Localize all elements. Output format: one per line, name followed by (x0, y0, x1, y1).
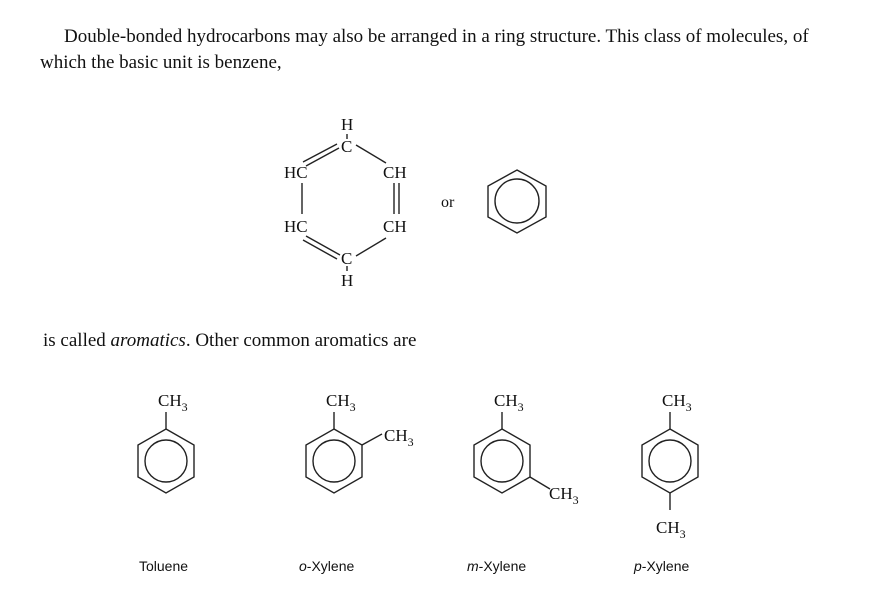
aromatics-text-after: . Other common aromatics are (185, 330, 417, 351)
m-xylene-structure: CH3 CH3 m-Xylene (467, 391, 579, 574)
p-xylene-caption: p-Xylene (633, 558, 689, 574)
benzene-ring-symbol (487, 169, 547, 234)
p-xylene-structure: CH3 CH3 p-Xylene (633, 391, 699, 574)
o-xylene-structure: CH3 CH3 o-Xylene (299, 391, 414, 574)
m-xylene-methyl-bond-side (529, 476, 551, 490)
toluene-ch3-label: CH3 (158, 391, 188, 414)
bond-double-upper-left-b (305, 147, 340, 167)
toluene-ring-circle (144, 439, 188, 483)
m-xylene-ch3-top-label: CH3 (494, 391, 524, 414)
toluene-caption: Toluene (139, 558, 188, 574)
atom-upper-right-ch: CH (383, 163, 407, 182)
or-label: or (441, 194, 455, 211)
atom-lower-right-ch: CH (383, 217, 407, 236)
p-xylene-ch3-top-label: CH3 (662, 391, 692, 414)
o-xylene-ring-circle (312, 439, 356, 483)
bond-double-upper-left-a (302, 143, 338, 163)
benzene-kekule-structure: H C HC CH HC CH C H (284, 115, 407, 290)
p-xylene-ch3-bottom-label: CH3 (656, 518, 686, 541)
aromatics-term: aromatics (110, 330, 186, 351)
o-xylene-ch3-top-label: CH3 (326, 391, 356, 414)
p-xylene-ring-circle (648, 439, 692, 483)
o-xylene-ch3-side-label: CH3 (384, 426, 414, 449)
bond-lower-right (355, 237, 387, 257)
p-xylene-ring (641, 428, 699, 494)
bond-double-lower-left-b (302, 239, 338, 260)
o-xylene-caption: o-Xylene (299, 558, 354, 574)
aromatics-paragraph: is called aromatics. Other common aromat… (43, 328, 416, 354)
m-xylene-ring (473, 428, 531, 494)
toluene-ring (137, 428, 195, 494)
toluene-structure: CH3 Toluene (137, 391, 195, 574)
atom-bottom-h: H (341, 271, 353, 290)
o-xylene-methyl-bond-side (361, 433, 383, 446)
o-xylene-ring (305, 428, 363, 494)
m-xylene-ring-circle (480, 439, 524, 483)
atom-top-h: H (341, 115, 353, 134)
bond-double-lower-left-a (305, 235, 341, 256)
m-xylene-ch3-side-label: CH3 (549, 484, 579, 507)
intro-paragraph: Double-bonded hydrocarbons may also be a… (40, 26, 809, 73)
atom-top-c: C (341, 137, 352, 156)
atom-bottom-c: C (341, 249, 352, 268)
atom-lower-left-hc: HC (284, 217, 308, 236)
atom-upper-left-hc: HC (284, 163, 308, 182)
bond-upper-right (355, 144, 387, 164)
aromatics-text-before: is called (43, 330, 111, 351)
m-xylene-caption: m-Xylene (467, 558, 526, 574)
